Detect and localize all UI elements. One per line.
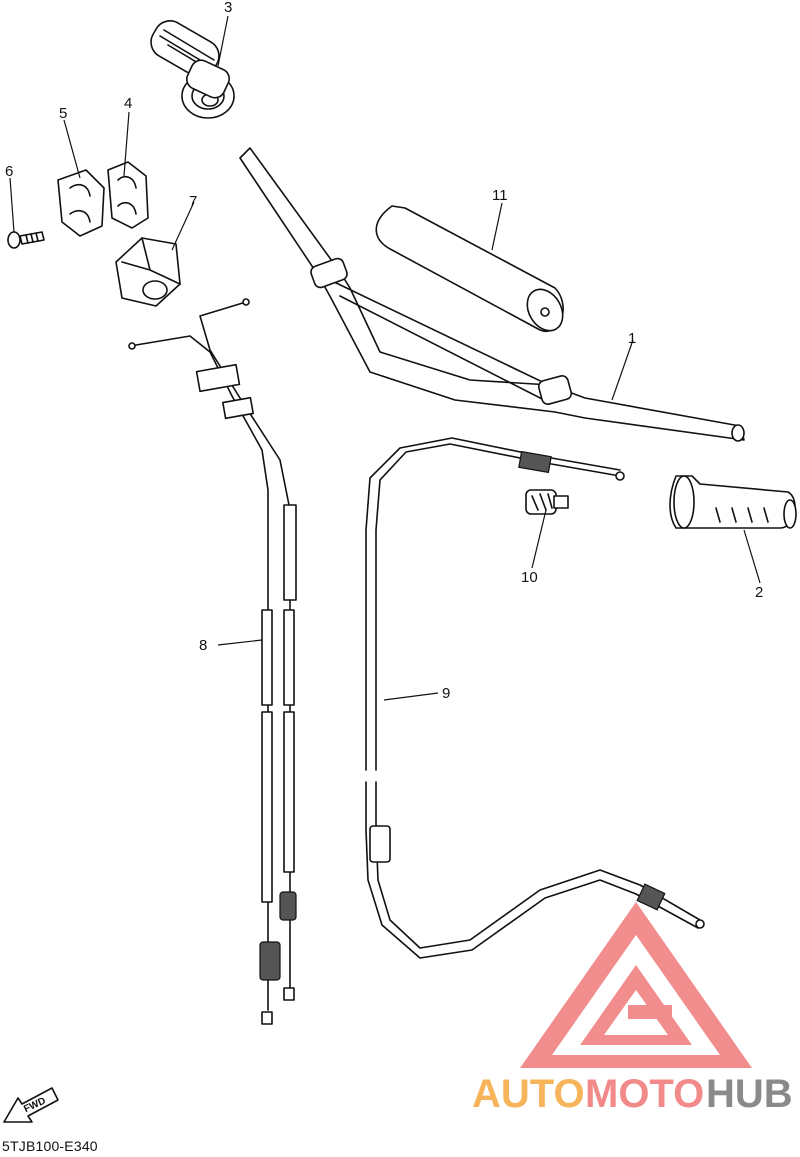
watermark-auto: AUTO: [472, 1072, 585, 1116]
callout-10: 10: [521, 569, 538, 586]
callout-6: 6: [5, 163, 13, 180]
upper-holder-part: [107, 161, 149, 229]
callout-1: 1: [628, 330, 636, 347]
callout-3: 3: [224, 0, 232, 16]
fwd-arrow-icon: FWD: [3, 1087, 59, 1123]
lower-holder-part: [57, 169, 105, 237]
callout-8: 8: [199, 637, 207, 654]
callout-2: 2: [755, 584, 763, 601]
callout-11: 11: [492, 187, 508, 204]
watermark-logo: [520, 902, 752, 1068]
callout-7: 7: [189, 193, 197, 210]
callout-5: 5: [59, 105, 67, 122]
callout-4: 4: [124, 95, 132, 112]
holder-cover-part: [115, 237, 181, 307]
callout-9: 9: [442, 685, 450, 702]
handlebar-part: [239, 147, 745, 442]
watermark-hub: HUB: [706, 1072, 793, 1116]
clutch-cable-part: [365, 437, 705, 959]
bolt-part: [7, 231, 45, 249]
diagram-code: 5TJB100-E340: [2, 1138, 98, 1154]
throttle-grip-part: [150, 20, 235, 119]
watermark-moto: MOTO: [585, 1072, 704, 1116]
leader-lines: [9, 15, 761, 701]
throttle-cable-part: [128, 298, 297, 1025]
watermark-text: AUTO MOTO HUB: [472, 1072, 793, 1116]
handlebar-pad-part: [375, 205, 564, 333]
left-grip-part: [669, 475, 797, 529]
cable-adjuster-part: [525, 489, 569, 515]
